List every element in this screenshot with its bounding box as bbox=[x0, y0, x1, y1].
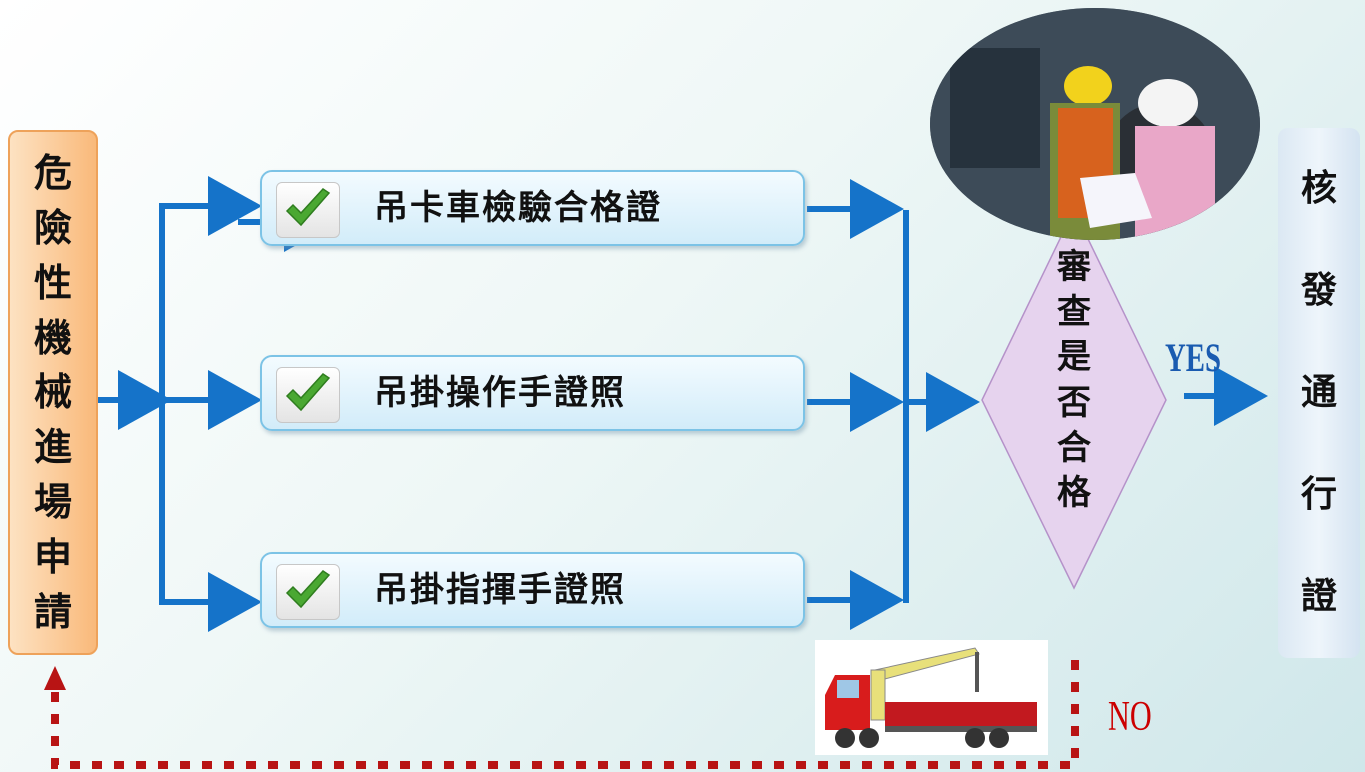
start-char: 械 bbox=[33, 370, 72, 415]
start-char: 申 bbox=[33, 534, 72, 579]
check-icon bbox=[276, 564, 340, 620]
start-char: 險 bbox=[33, 206, 72, 251]
requirement-box-3: 吊掛指揮手證照 bbox=[260, 552, 805, 628]
yes-label: YES bbox=[1165, 335, 1222, 380]
result-node: 核 發 通 行 證 bbox=[1278, 128, 1360, 658]
result-char: 發 bbox=[1300, 270, 1337, 311]
requirement-box-1: 吊卡車檢驗合格證 bbox=[260, 170, 805, 246]
decision-char: 查 bbox=[1057, 292, 1091, 333]
requirement-box-2: 吊掛操作手證照 bbox=[260, 355, 805, 431]
decision-label: 審 查 是 否 合 格 bbox=[1052, 250, 1096, 510]
decision-char: 格 bbox=[1057, 472, 1091, 513]
decision-diamond bbox=[981, 208, 1167, 590]
start-char: 機 bbox=[33, 315, 72, 360]
decision-char: 是 bbox=[1057, 337, 1091, 378]
decision-char: 合 bbox=[1057, 427, 1091, 468]
result-char: 證 bbox=[1300, 576, 1337, 617]
no-loop-arrowhead bbox=[44, 666, 66, 690]
result-char: 行 bbox=[1300, 474, 1337, 515]
start-char: 請 bbox=[33, 589, 72, 634]
decision-char: 否 bbox=[1057, 382, 1091, 423]
start-char: 性 bbox=[33, 260, 72, 305]
requirement-label: 吊卡車檢驗合格證 bbox=[374, 188, 662, 228]
requirement-label: 吊掛操作手證照 bbox=[374, 373, 626, 413]
check-icon bbox=[276, 367, 340, 423]
start-char: 場 bbox=[33, 479, 72, 524]
requirement-label: 吊掛指揮手證照 bbox=[374, 570, 626, 610]
start-node: 危 險 性 機 械 進 場 申 請 bbox=[8, 130, 98, 655]
start-char: 危 bbox=[33, 151, 72, 196]
result-char: 通 bbox=[1300, 372, 1337, 413]
start-char: 進 bbox=[33, 425, 72, 470]
no-loop-path bbox=[51, 660, 1079, 769]
decision-char: 審 bbox=[1057, 247, 1091, 287]
inspection-photo bbox=[930, 8, 1260, 240]
check-icon bbox=[276, 182, 340, 238]
crane-truck-image bbox=[815, 640, 1048, 755]
no-label: NO bbox=[1108, 694, 1152, 740]
result-char: 核 bbox=[1300, 168, 1337, 209]
